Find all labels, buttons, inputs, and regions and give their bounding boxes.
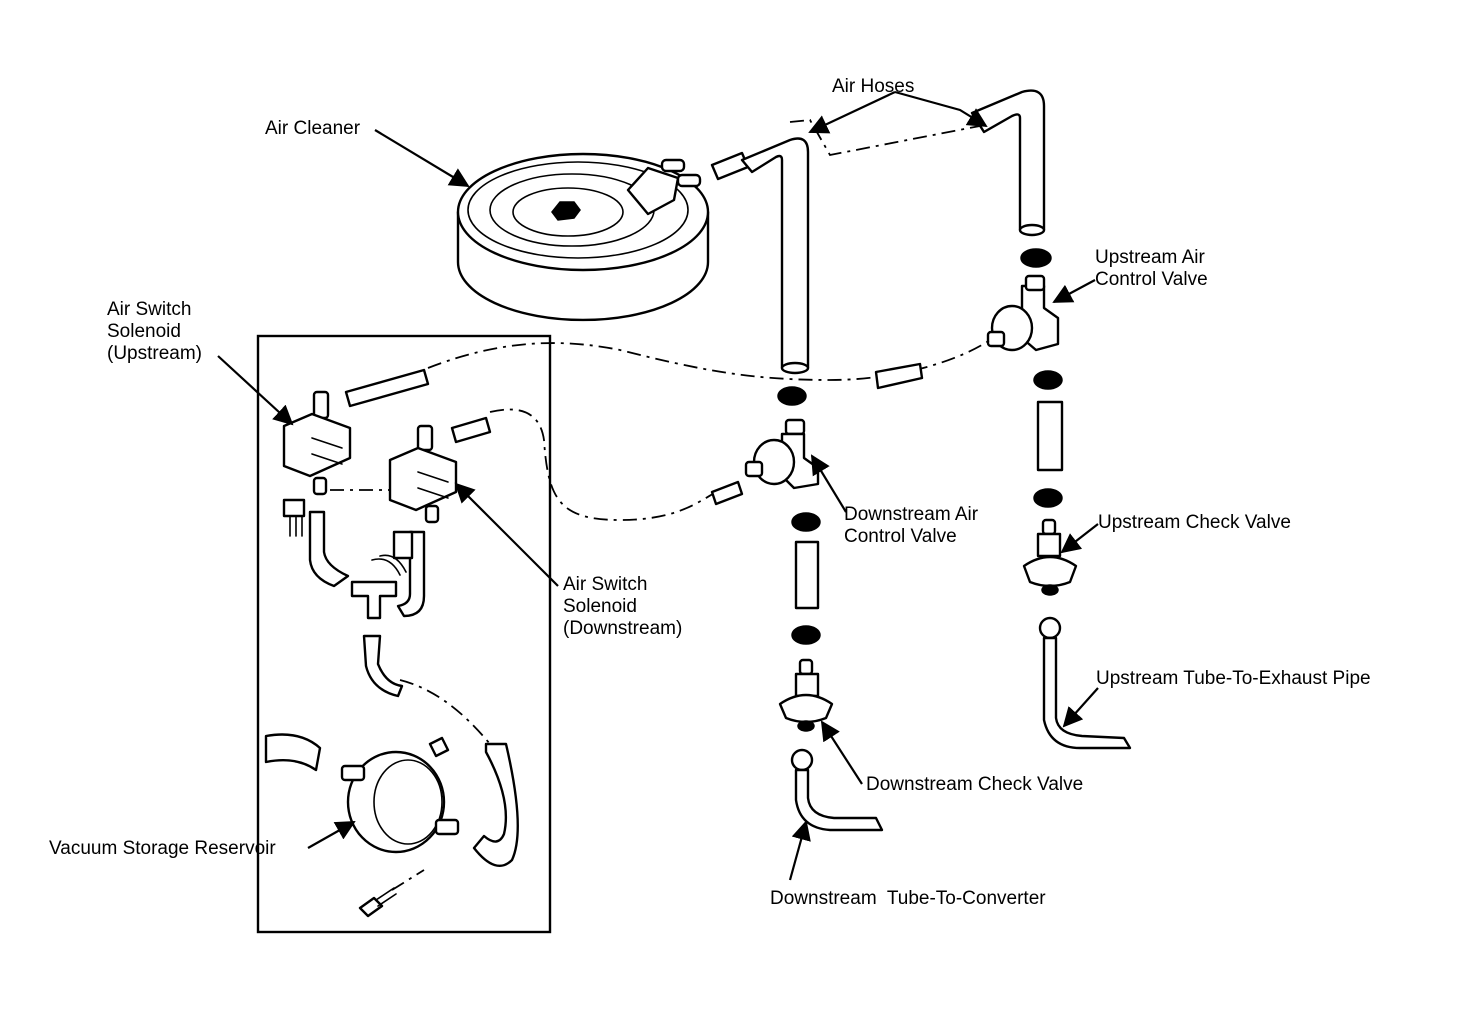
label-downstream-air-control-valve: Downstream Air Control Valve	[844, 504, 979, 547]
label-upstream-check-valve: Upstream Check Valve	[1098, 512, 1291, 533]
label-downstream-check-valve: Downstream Check Valve	[866, 774, 1084, 795]
downstream-components	[744, 386, 884, 832]
inset-components	[264, 390, 519, 918]
label-air-hoses: Air Hoses	[832, 76, 915, 97]
inset-frame	[256, 334, 552, 934]
upstream-components	[986, 248, 1132, 750]
hose-segments	[344, 362, 924, 506]
label-upstream-tube-to-exhaust-pipe: Upstream Tube-To-Exhaust Pipe	[1096, 668, 1371, 689]
label-air-cleaner: Air Cleaner	[265, 118, 361, 139]
leader-arrows	[217, 90, 1099, 881]
label-vacuum-storage-reservoir: Vacuum Storage Reservoir	[49, 838, 276, 859]
label-upstream-air-control-valve: Upstream Air Control Valve	[1095, 247, 1208, 290]
label-downstream-tube-to-converter: Downstream Tube-To-Converter	[770, 888, 1046, 909]
label-air-switch-solenoid-downstream: Air Switch Solenoid (Downstream)	[563, 574, 683, 639]
label-air-switch-solenoid-upstream: Air Switch Solenoid (Upstream)	[107, 299, 203, 364]
air-hoses	[710, 89, 1046, 375]
air-cleaner	[456, 152, 710, 322]
